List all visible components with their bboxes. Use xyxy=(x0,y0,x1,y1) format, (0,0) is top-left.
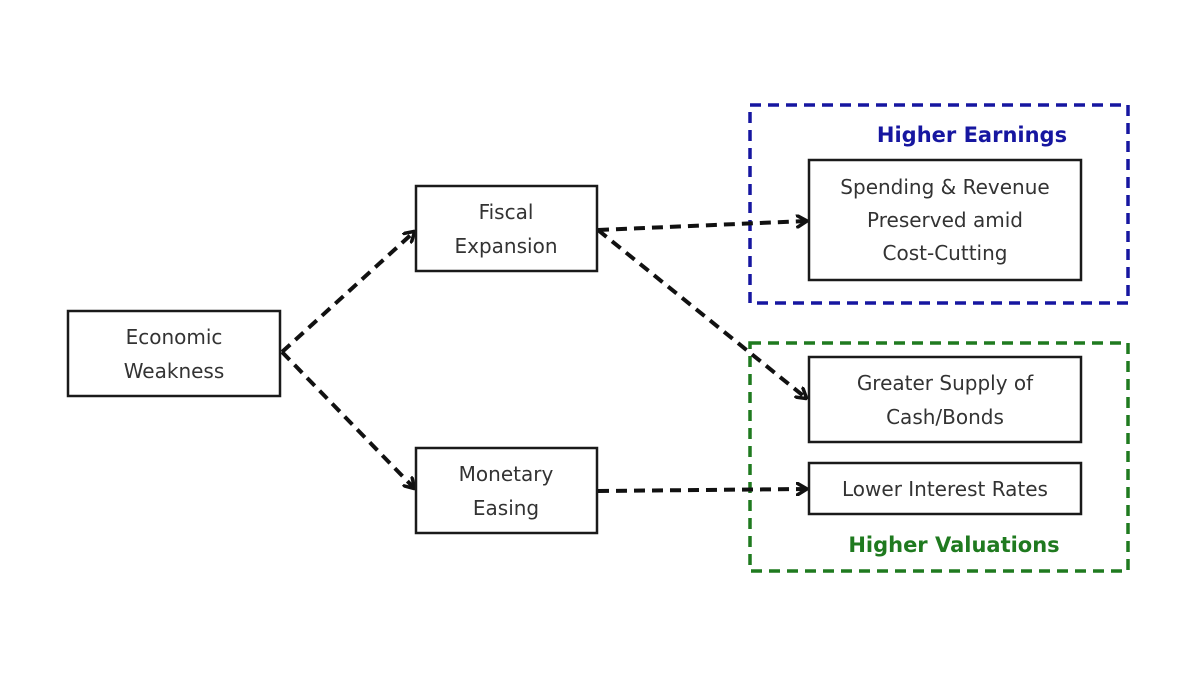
node-greater-supply: Greater Supply of Cash/Bonds xyxy=(807,355,1083,444)
edge-economic-weakness-to-fiscal-expansion xyxy=(280,232,414,354)
node-label-line: Weakness xyxy=(124,359,225,383)
node-label-line: Spending & Revenue xyxy=(840,175,1049,199)
node-label-line: Cost-Cutting xyxy=(883,241,1008,265)
node-label-line: Fiscal xyxy=(479,200,534,224)
edge-monetary-easing-to-lower-rates xyxy=(597,489,806,491)
node-greater-supply-label: Greater Supply of Cash/Bonds xyxy=(857,371,1034,429)
node-label-line: Greater Supply of xyxy=(857,371,1034,395)
edge-economic-weakness-to-monetary-easing xyxy=(280,350,414,488)
group-higher-valuations xyxy=(748,341,1130,573)
node-label-line: Lower Interest Rates xyxy=(842,477,1048,501)
node-label-line: Economic xyxy=(126,325,223,349)
edge-fiscal-expansion-to-greater-supply xyxy=(596,228,806,398)
node-label-line: Monetary xyxy=(459,462,554,486)
node-label-line: Expansion xyxy=(455,234,558,258)
group-higher-earnings xyxy=(748,103,1130,305)
node-lower-interest-rates-label: Lower Interest Rates xyxy=(842,477,1048,501)
group-higher-earnings-title: Higher Earnings xyxy=(877,123,1067,147)
group-higher-valuations-title: Higher Valuations xyxy=(848,533,1059,557)
node-lower-interest-rates: Lower Interest Rates xyxy=(807,461,1083,516)
node-label-line: Preserved amid xyxy=(867,208,1023,232)
node-label-line: Easing xyxy=(473,496,539,520)
node-label-line: Cash/Bonds xyxy=(886,405,1004,429)
edge-fiscal-expansion-to-spending-revenue xyxy=(597,221,806,232)
edges xyxy=(280,221,806,491)
